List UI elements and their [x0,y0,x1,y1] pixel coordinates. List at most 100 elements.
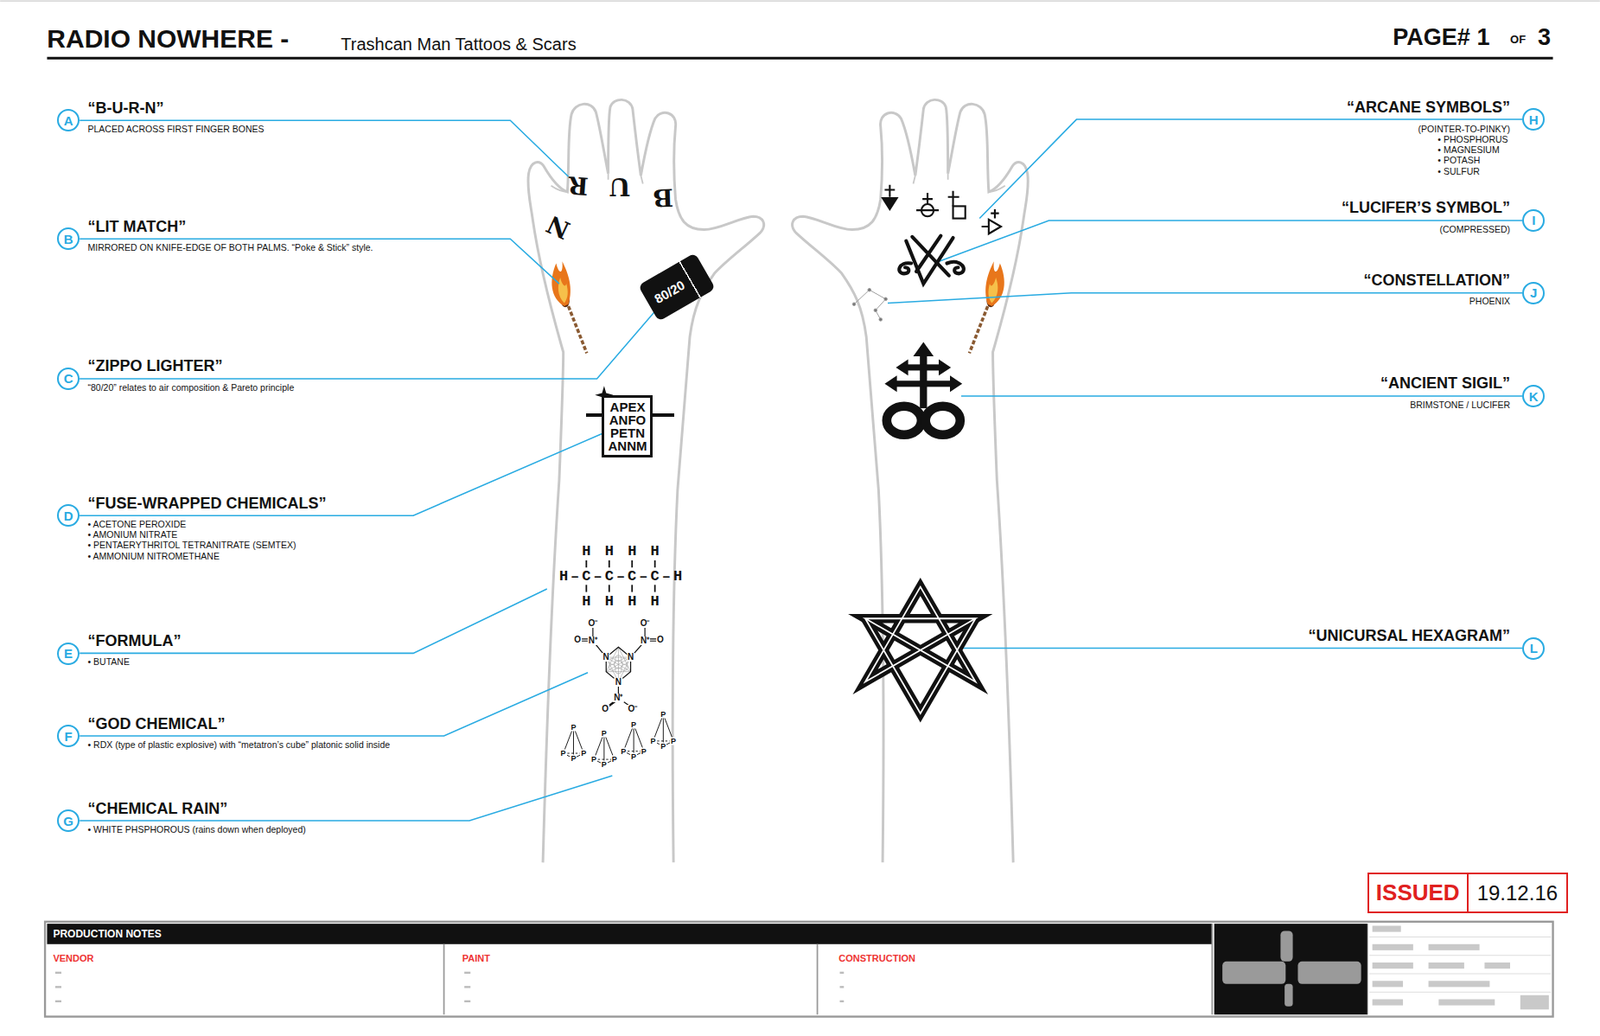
atom-symbol: P [669,737,677,746]
callout-heading: “LIT MATCH” [88,218,187,235]
atom-symbol: O⁻ [639,618,651,628]
callout-note: PLACED ACROSS FIRST FINGER BONES [88,123,265,134]
page-number: PAGE# 1 [1392,25,1490,50]
node-text: A [63,114,74,128]
atom-symbol: P [640,746,648,755]
node-text: D [63,509,74,523]
callout-circle: H [1522,108,1545,131]
callout-heading: “GOD CHEMICAL” [88,715,226,732]
callout-note: • WHITE PHSPHOROUS (rains down when depl… [88,823,306,835]
node-text: 80/20 [651,277,687,306]
atom-symbol: P [600,728,608,737]
callout-note: • PENTAERYTHRITOL TETRANITRATE (SEMTEX) [88,539,297,550]
fuse-line [586,413,602,417]
node-text: H [1529,113,1539,127]
callout-note: • AMONIUM NITRATE [88,529,179,540]
atom-symbol: P [600,760,608,769]
atom-symbol: P [630,752,638,760]
atom-symbol: P [619,746,627,755]
atom-symbol: O⁻ [627,704,639,714]
page-title: RADIO NOWHERE - [46,25,289,52]
callout-circle: B [57,227,80,250]
callout-note: • SULFUR [1437,165,1480,177]
page-number: 3 [1537,25,1551,50]
table-column-heading: PAINT [462,953,491,963]
node-text: APEX ANFO PETN ANNM [607,400,647,453]
node-text: ISSUED [1369,873,1467,912]
callout-heading: “B-U-R-N” [88,100,165,116]
zippo-lighter: 80/20 [637,252,716,322]
callout-circle: K [1522,384,1545,408]
callout-heading: “ZIPPO LIGHTER” [88,357,224,374]
issued-stamp: ISSUED19.12.16 [1367,872,1569,913]
atom-symbol: N [602,652,611,662]
atom-symbol: P [649,737,657,746]
callout-heading: “CHEMICAL RAIN” [88,800,229,816]
atom-symbol: P [611,755,619,764]
atom-symbol: P [659,710,667,719]
callout-circle: F [57,724,80,747]
callout-circle: A [57,108,80,132]
structural-formula: H H H H [581,543,662,559]
atom-symbol: P [560,749,568,758]
callout-circle: E [57,642,80,665]
callout-note: • RDX (type of plastic explosive) with “… [88,739,391,750]
callout-note: BRIMSTONE / LUCIFER [1409,399,1511,410]
finger-letter: N [542,210,574,243]
node-text: F [63,729,72,743]
table-column-heading: CONSTRUCTION [838,953,916,963]
callout-note: • ACETONE PEROXIDE [88,518,187,530]
atom-symbol: O⁻ [586,618,599,628]
callout-circle: C [57,367,80,390]
node-text: E [63,646,73,660]
node-text: L [1529,641,1538,655]
callout-circle: I [1522,209,1545,232]
node-text: I [1531,213,1536,227]
callout-heading: “LUCIFER’S SYMBOL” [1341,199,1511,216]
callout-note: “80/20” relates to air composition & Par… [88,382,295,393]
node-text: B [63,232,74,246]
callout-heading: “CONSTELLATION” [1363,272,1511,288]
page-number: OF [1510,33,1526,45]
atom-symbol: P [590,755,598,764]
callout-note: • PHOSPHORUS [1437,133,1508,145]
atom-symbol: N⁺ [639,636,651,645]
callout-note: • MAGNESIUM [1437,144,1499,155]
atom-symbol: P [569,754,577,763]
callout-heading: “FUSE-WRAPPED CHEMICALS” [88,495,327,511]
callout-note: (COMPRESSED) [1439,223,1511,235]
table-heading: PRODUCTION NOTES [52,928,161,939]
node-text: C [63,371,74,385]
callout-circle: G [57,809,80,832]
fuse-line [652,413,675,417]
atom-symbol: O [600,704,610,714]
node-text: G [63,814,74,828]
atom-symbol: P [630,720,638,729]
leader-line [79,311,655,379]
atom-symbol: N [626,652,635,662]
callout-circle: J [1522,281,1545,305]
callout-circle: D [57,503,80,527]
callout-heading: “FORMULA” [88,632,182,649]
atom-symbol: P [580,749,587,758]
leader-line [79,433,602,516]
callout-note: PHOENIX [1469,295,1511,306]
callout-note: MIRRORED ON KNIFE-EDGE OF BOTH PALMS. “P… [88,242,374,253]
structural-formula: H–C–C–C–C–H [559,568,685,584]
atom-symbol: N [614,677,623,687]
atom-symbol: N⁺ [612,693,624,702]
atom-symbol: O [573,635,582,644]
atom-symbol: P [569,722,577,731]
callout-note: • AMMONIUM NITROMETHANE [88,550,220,561]
callout-heading: “ARCANE SYMBOLS” [1346,99,1511,115]
callout-note: • POTASH [1437,154,1480,166]
callout-note: • BUTANE [88,656,130,667]
callout-heading: “UNICURSAL HEXAGRAM” [1307,627,1511,644]
table-column-heading: VENDOR [52,953,94,963]
structural-formula: H H H H [581,593,662,609]
node-text: 19.12.16 [1466,873,1567,912]
atom-symbol: P [659,741,667,750]
callout-circle: L [1522,637,1545,660]
